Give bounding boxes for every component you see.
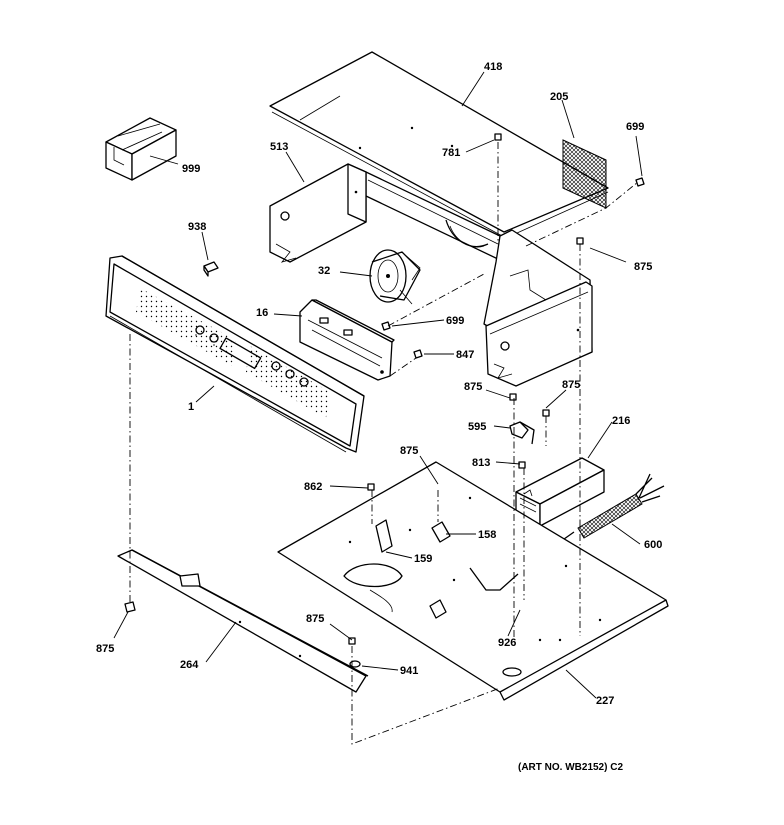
- part-264-trim-strip: [117, 549, 369, 693]
- part-513-side-panel-left: [269, 163, 367, 263]
- callout-16: 16: [256, 307, 268, 319]
- callout-264: 264: [180, 659, 199, 671]
- part-side-panel-right: [483, 229, 593, 387]
- callout-813: 813: [472, 457, 490, 469]
- part-595-bracket: [509, 421, 535, 445]
- callout-938: 938: [188, 221, 206, 233]
- callout-699b: 699: [446, 315, 464, 327]
- art-number: (ART NO. WB2152) C2: [518, 762, 623, 773]
- callout-32: 32: [318, 265, 330, 277]
- part-227-base-pan: [277, 461, 669, 701]
- callout-1: 1: [188, 401, 194, 413]
- callout-227: 227: [596, 695, 614, 707]
- part-216-terminal-cover: [515, 457, 605, 527]
- part-1-control-panel: [105, 255, 365, 453]
- callout-862: 862: [304, 481, 322, 493]
- callout-875d: 875: [400, 445, 418, 457]
- part-16-control-board: [299, 299, 395, 381]
- callout-418: 418: [484, 61, 502, 73]
- part-32-blower-fan: [369, 249, 421, 305]
- callout-513: 513: [270, 141, 288, 153]
- callout-875e: 875: [96, 643, 114, 655]
- callout-875c: 875: [562, 379, 580, 391]
- callout-941: 941: [400, 665, 418, 677]
- callout-216: 216: [612, 415, 630, 427]
- callout-847: 847: [456, 349, 474, 361]
- callout-159: 159: [414, 553, 432, 565]
- callout-999: 999: [182, 163, 200, 175]
- callout-875b: 875: [464, 381, 482, 393]
- callout-699a: 699: [626, 121, 644, 133]
- callout-875f: 875: [306, 613, 324, 625]
- callout-600: 600: [644, 539, 662, 551]
- callout-875a: 875: [634, 261, 652, 273]
- part-999-box: [105, 117, 177, 181]
- part-938-clip: [203, 261, 219, 277]
- callout-158: 158: [478, 529, 496, 541]
- leader-lines: [113, 71, 643, 699]
- callout-781: 781: [442, 147, 460, 159]
- callout-205: 205: [550, 91, 568, 103]
- callout-595: 595: [468, 421, 486, 433]
- callout-labels: 418 205 699 781 513 999 938 875 32 16 69…: [96, 61, 662, 707]
- callout-926: 926: [498, 637, 516, 649]
- alignment-lines: [129, 142, 639, 745]
